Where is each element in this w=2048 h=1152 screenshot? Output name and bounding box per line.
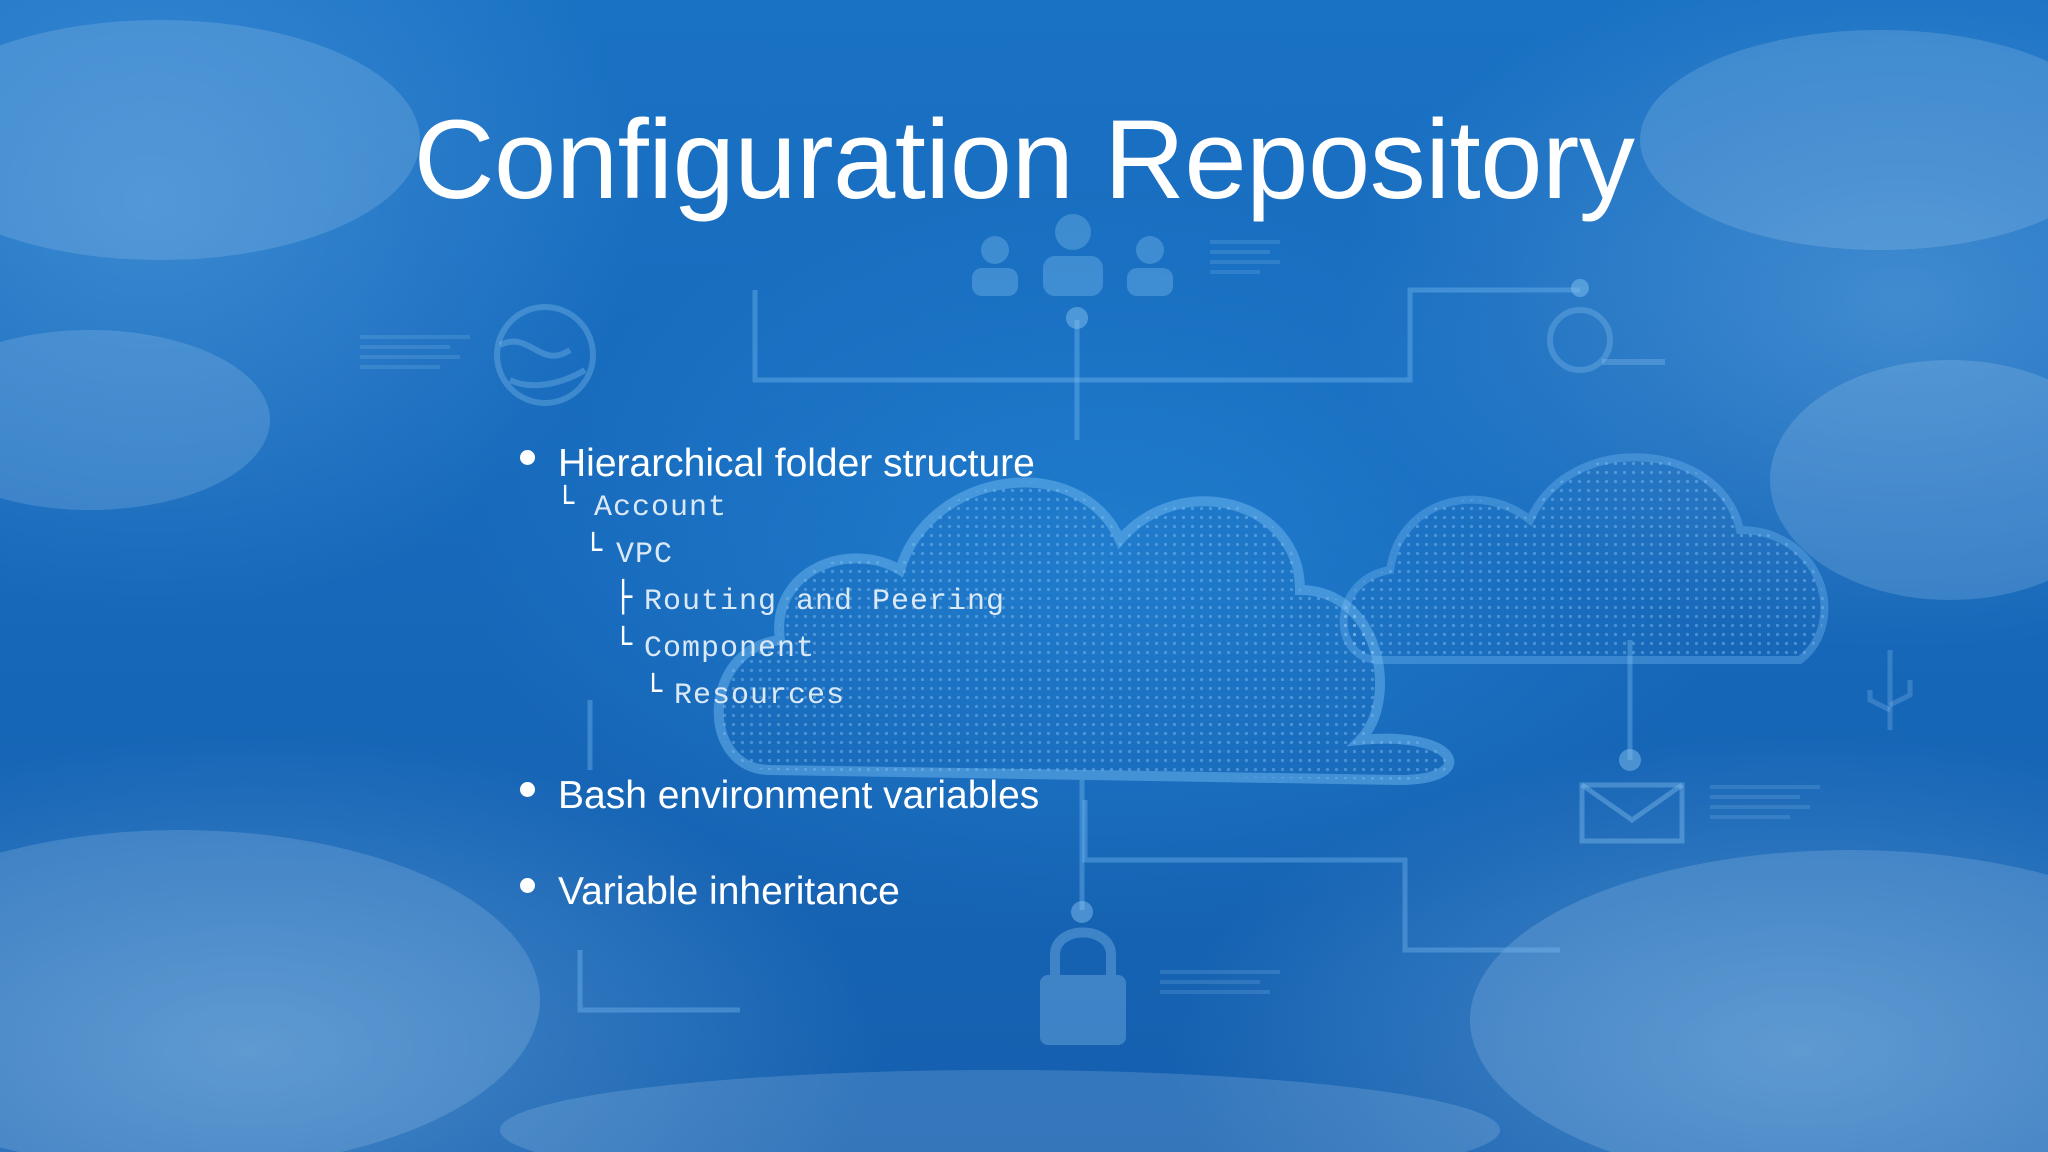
bullet-text: Variable inheritance — [558, 870, 900, 913]
tree-branch-glyph: ├ — [614, 580, 633, 615]
bullet-dot-icon — [520, 450, 535, 465]
slide-title: Configuration Repository — [413, 97, 1635, 222]
usb-icon — [1867, 650, 1913, 730]
magnifier-icon — [1547, 307, 1665, 373]
bullet-dot-icon — [520, 878, 535, 893]
tree-branch-glyph: └ — [614, 627, 633, 662]
globe-icon — [494, 304, 596, 406]
tree-branch-glyph: └ — [584, 533, 603, 568]
tree-branch-glyph: └ — [644, 674, 663, 709]
bullet-dot-icon — [520, 782, 535, 797]
tree-item-label: VPC — [616, 538, 674, 572]
tree-item-label: Routing and Peering — [644, 585, 1006, 619]
envelope-icon — [1579, 782, 1685, 844]
tree-branch-glyph: └ — [556, 486, 575, 521]
small-cloud-icon — [1339, 453, 1829, 664]
people-icon — [972, 214, 1173, 296]
tree-item-label: Resources — [674, 679, 846, 713]
bullet-text: Hierarchical folder structure — [558, 442, 1035, 485]
bullet-text: Bash environment variables — [558, 774, 1040, 817]
tree-item-label: Component — [644, 632, 816, 666]
padlock-icon — [1040, 927, 1126, 1045]
tree-item-label: Account — [594, 491, 728, 525]
large-cloud-icon — [713, 477, 1455, 786]
